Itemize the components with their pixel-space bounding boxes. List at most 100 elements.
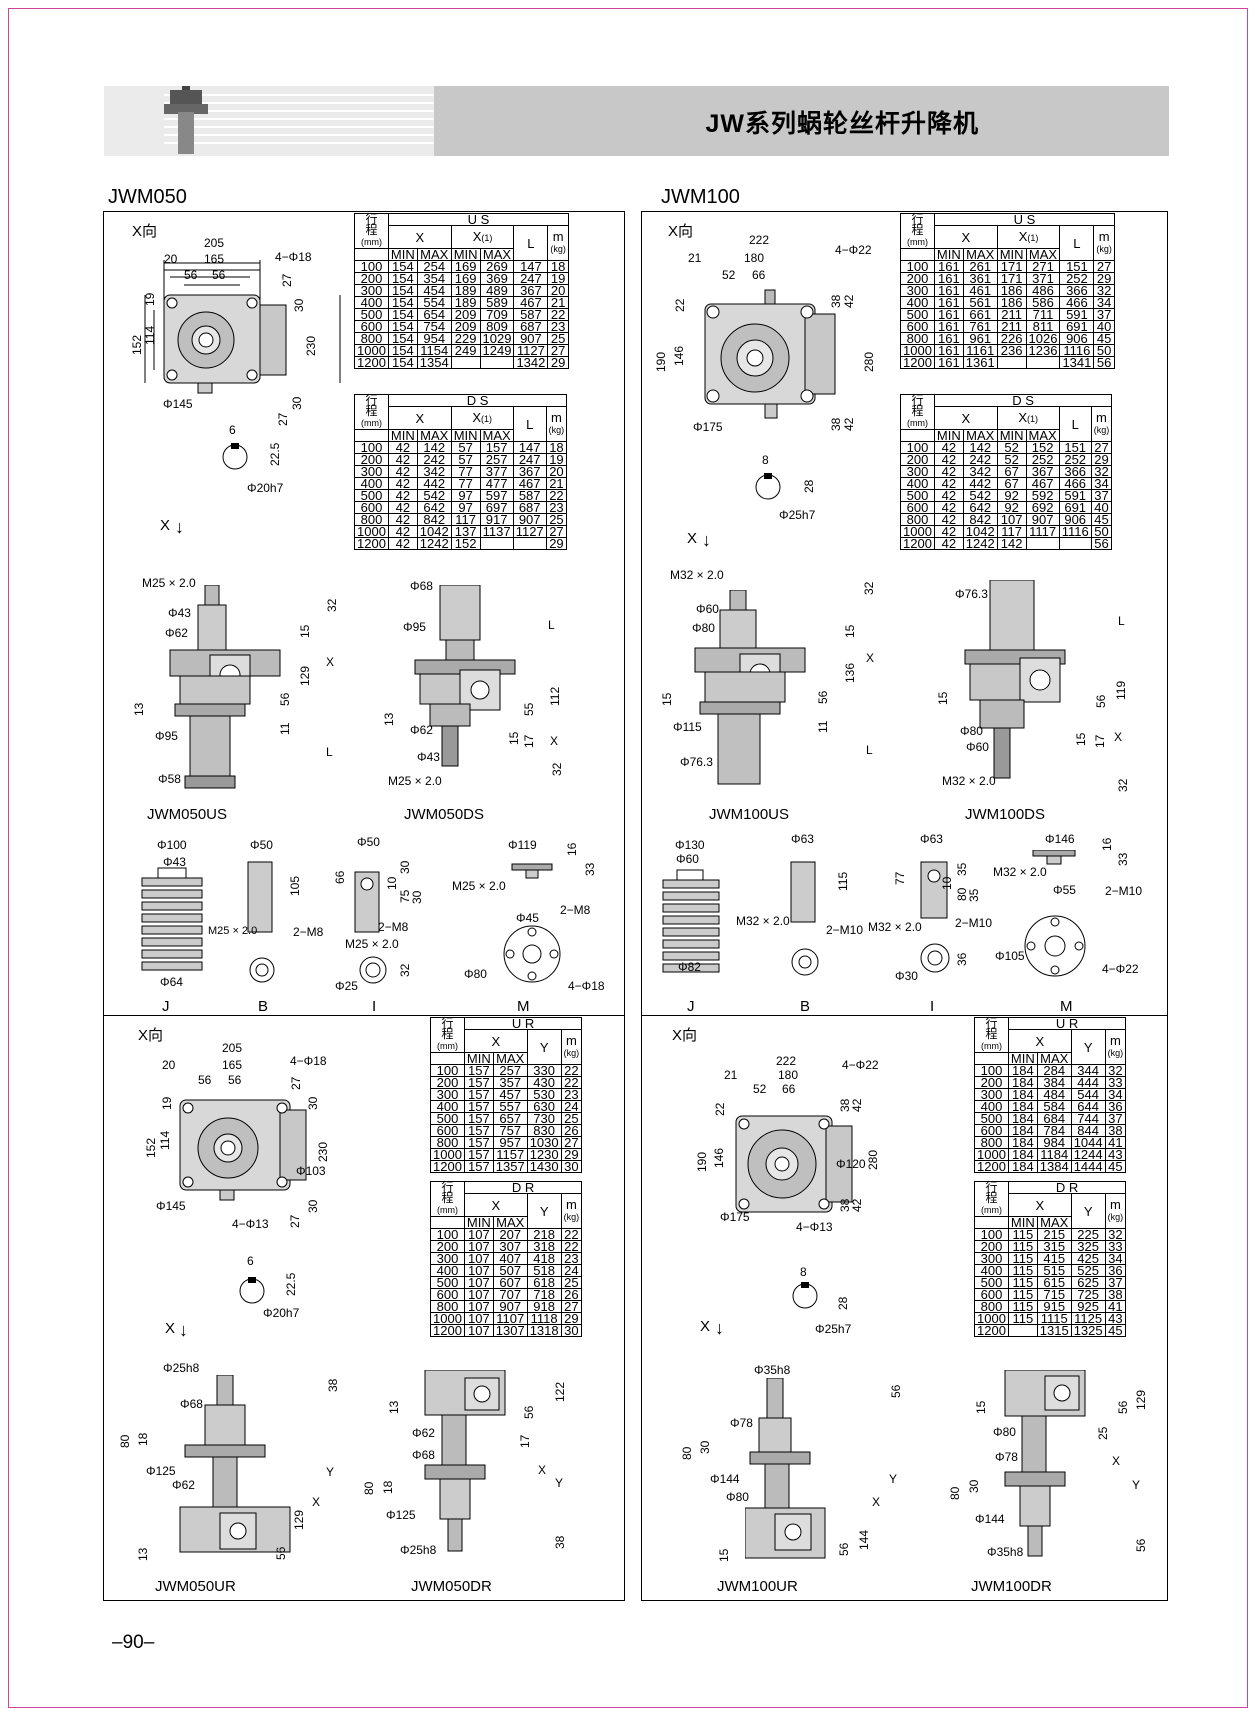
table-cell: 615 [1036, 1276, 1072, 1289]
dim-13: 13 [132, 702, 146, 716]
table-cell: 41 [1104, 1136, 1127, 1149]
table-series-us: U S [387, 213, 569, 226]
dim-key-6: 6 [229, 423, 236, 437]
table-cell: 45 [1090, 513, 1113, 526]
dim-165: 165 [222, 1058, 243, 1072]
dim-key-28: 28 [802, 479, 816, 493]
dim-i-m10: 2−M10 [955, 916, 993, 930]
table-cell: 184 [1007, 1064, 1038, 1077]
dim-56b: 56 [228, 1073, 242, 1087]
us-drawing-jwm100 [694, 590, 806, 785]
table-cell: 107 [463, 1276, 494, 1289]
table-cell: 1137 [479, 525, 514, 538]
table-cell: 630 [526, 1100, 562, 1113]
dr-drawing-jwm050 [424, 1370, 506, 1552]
table-cell: 907 [513, 332, 549, 345]
dim-205: 205 [222, 1041, 243, 1055]
dim-165: 165 [204, 252, 225, 266]
table-cell: 115 [1007, 1276, 1038, 1289]
table-cell: 22 [560, 1064, 583, 1077]
dim-j-phi130: Φ130 [675, 838, 705, 852]
dim-i-35: 35 [955, 862, 969, 876]
dim-280: 280 [866, 1149, 880, 1170]
dim-b-115: 115 [836, 871, 850, 891]
view-arrow-x: X [165, 1320, 176, 1337]
table-cell: 800 [430, 1136, 465, 1149]
dim-Y: Y [1132, 1478, 1141, 1492]
table-cell: 1361 [962, 356, 998, 369]
dim-phi145: Φ145 [156, 1199, 186, 1213]
table-cell: 207 [492, 1228, 528, 1241]
dim-i-10: 10 [940, 876, 954, 890]
table-cell: 1029 [479, 332, 515, 345]
dim-X: X [1114, 730, 1123, 744]
dim-20: 20 [162, 1058, 176, 1072]
table-cell: 25 [560, 1112, 583, 1125]
view-arrow-x: X [160, 517, 171, 534]
table-cell: 684 [1036, 1112, 1072, 1125]
table-cell: 200 [354, 453, 389, 466]
table-cell: 1200 [354, 537, 389, 550]
dim-phi175: Φ175 [693, 420, 723, 434]
table-cell: 152 [450, 537, 481, 550]
table-cell: 142 [996, 537, 1027, 550]
dim-11: 11 [278, 722, 292, 735]
view-label: X向 [138, 1027, 164, 1044]
table-cell: 300 [430, 1252, 465, 1265]
dim-phi43: Φ43 [417, 750, 440, 764]
header-title-bar [434, 86, 1169, 156]
dim-L: L [1118, 614, 1125, 628]
dim-280: 280 [862, 351, 876, 372]
dim-27: 27 [289, 1076, 303, 1090]
dim-m-33: 33 [583, 862, 597, 876]
table-series-ur: U R [463, 1017, 583, 1030]
dim-m-phi146: Φ146 [1045, 832, 1075, 846]
table-series-ds: D S [933, 394, 1113, 407]
table-cell: 400 [354, 477, 389, 490]
dim-b-m8: 2−M8 [293, 925, 324, 939]
accessory-drawings-jwm050 [141, 861, 561, 984]
table-cell: 1161 [962, 344, 998, 357]
shaft-key-drawing [755, 473, 781, 500]
dim-X: X [312, 1495, 321, 1509]
table-cell: 300 [974, 1088, 1009, 1101]
table-cell: 1242 [416, 537, 452, 550]
dim-129: 129 [298, 665, 312, 686]
dim-L: L [548, 618, 555, 632]
table-cell: 29 [547, 356, 569, 369]
table-cell: 1236 [1025, 344, 1061, 357]
dr-drawing-jwm100 [1004, 1370, 1086, 1557]
table-cell [1058, 537, 1092, 550]
table-cell: 200 [430, 1076, 465, 1089]
dim-146: 146 [672, 345, 686, 366]
table-cell: 50 [1090, 525, 1113, 538]
table-cell: 42 [387, 501, 418, 514]
dim-222: 222 [749, 233, 770, 247]
table-cell: 1444 [1070, 1160, 1106, 1173]
table-cell: 600 [974, 1124, 1009, 1137]
page-border [8, 8, 1248, 1708]
table-cell: 518 [526, 1264, 562, 1277]
dim-80: 80 [948, 1486, 962, 1500]
dim-hole: 4−Φ22 [842, 1058, 879, 1072]
model-name-jwm100ds: JWM100DS [965, 806, 1046, 823]
table-cell: 1127 [512, 525, 547, 538]
table-cell: 154 [387, 308, 418, 321]
table-cell: 809 [479, 320, 515, 333]
table-cell: 1200 [974, 1324, 1009, 1337]
dim-phi62: Φ62 [412, 1426, 435, 1440]
dim-25: 25 [1096, 1426, 1110, 1440]
table-cell: 27 [545, 525, 568, 538]
